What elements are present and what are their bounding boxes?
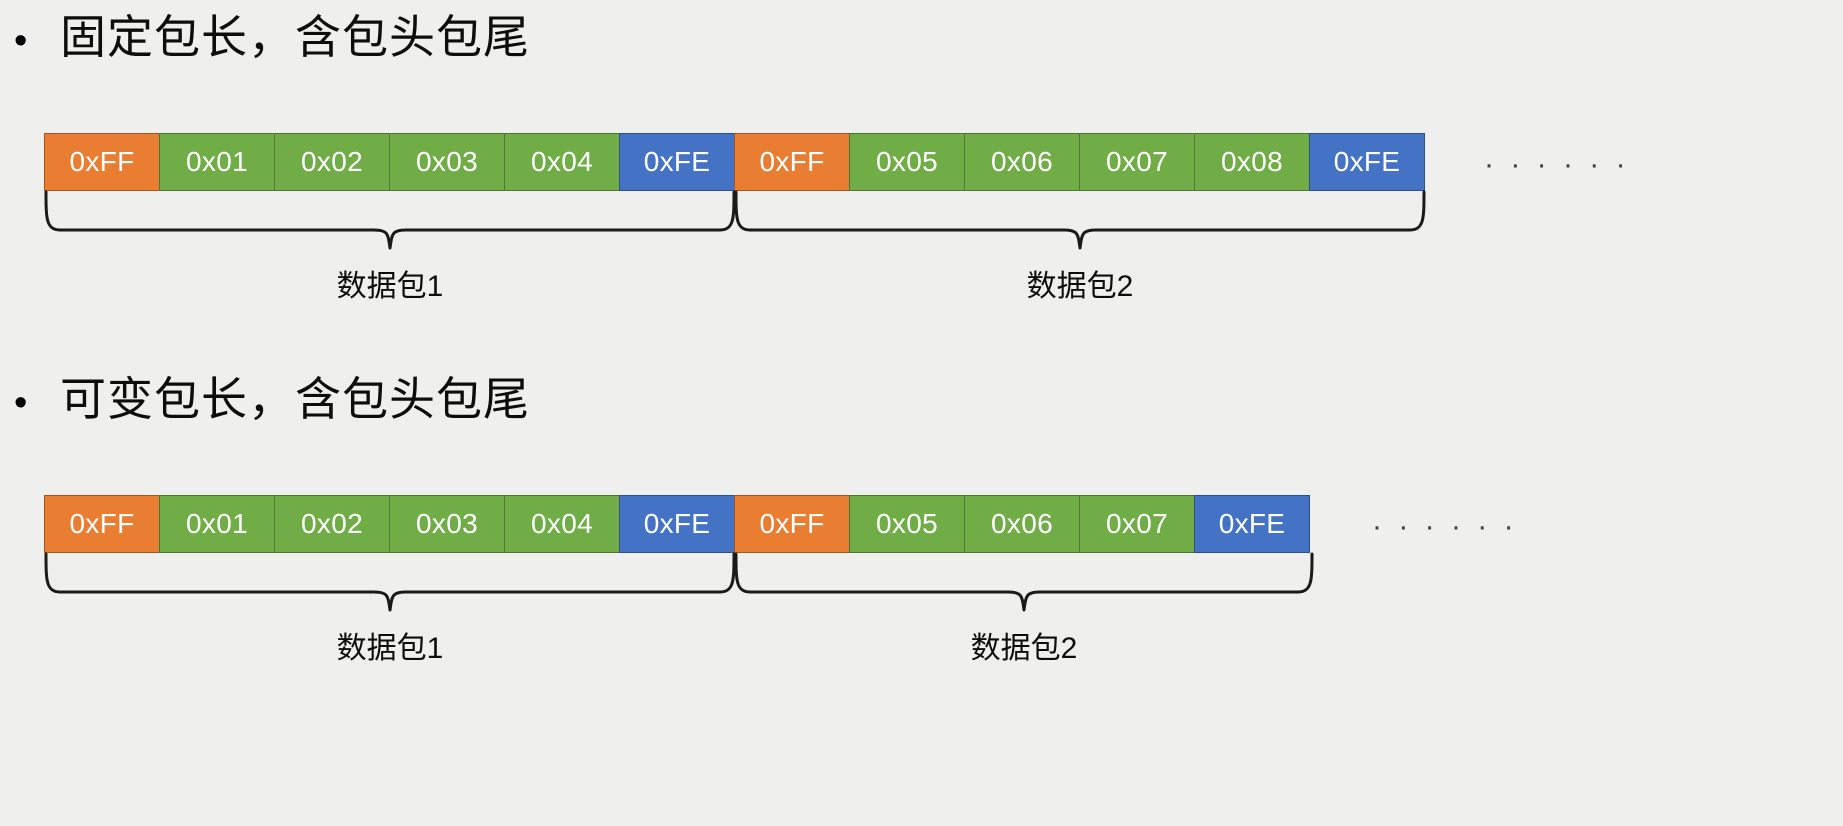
byte-cell-data: 0x01	[159, 495, 275, 553]
trailing-ellipsis-row2: · · · · · ·	[1372, 510, 1518, 543]
caption-packet2-row2: 数据包2	[970, 632, 1078, 665]
byte-cell-data: 0x07	[1079, 495, 1195, 553]
byte-cell-footer: 0xFE	[619, 495, 735, 553]
byte-cell-data: 0x06	[964, 133, 1080, 191]
byte-cell-header: 0xFF	[44, 495, 160, 553]
byte-cell-data: 0x07	[1079, 133, 1195, 191]
byte-cell-data: 0x03	[389, 495, 505, 553]
bullet-point-icon: •	[14, 20, 28, 62]
byte-cell-header: 0xFF	[44, 133, 160, 191]
brace-packet2-row1	[734, 190, 1426, 250]
bullet-heading-variable-length: • 可变包长，含包头包尾	[0, 376, 530, 422]
byte-cell-header: 0xFF	[734, 133, 850, 191]
trailing-ellipsis-row1: · · · · · ·	[1484, 148, 1630, 181]
byte-cell-data: 0x05	[849, 133, 965, 191]
brace-packet2-row2	[734, 552, 1314, 612]
byte-cell-data: 0x02	[274, 495, 390, 553]
heading-text-fixed-length: 固定包长，含包头包尾	[60, 11, 530, 63]
caption-packet2-row1: 数据包2	[1026, 270, 1134, 303]
byte-cell-footer: 0xFE	[619, 133, 735, 191]
byte-cell-data: 0x03	[389, 133, 505, 191]
caption-packet1-row1: 数据包1	[336, 270, 444, 303]
byte-cell-header: 0xFF	[734, 495, 850, 553]
brace-packet1-row1	[44, 190, 736, 250]
byte-cell-data: 0x08	[1194, 133, 1310, 191]
byte-cell-footer: 0xFE	[1194, 495, 1310, 553]
byte-cell-data: 0x02	[274, 133, 390, 191]
byte-cell-data: 0x04	[504, 495, 620, 553]
bullet-heading-fixed-length: • 固定包长，含包头包尾	[0, 14, 530, 60]
brace-packet1-row2	[44, 552, 736, 612]
byte-cell-data: 0x05	[849, 495, 965, 553]
bullet-point-icon: •	[14, 382, 28, 424]
byte-cell-data: 0x04	[504, 133, 620, 191]
caption-packet1-row2: 数据包1	[336, 632, 444, 665]
heading-text-variable-length: 可变包长，含包头包尾	[60, 373, 530, 425]
byte-cell-data: 0x06	[964, 495, 1080, 553]
byte-cell-data: 0x01	[159, 133, 275, 191]
byte-cell-footer: 0xFE	[1309, 133, 1425, 191]
